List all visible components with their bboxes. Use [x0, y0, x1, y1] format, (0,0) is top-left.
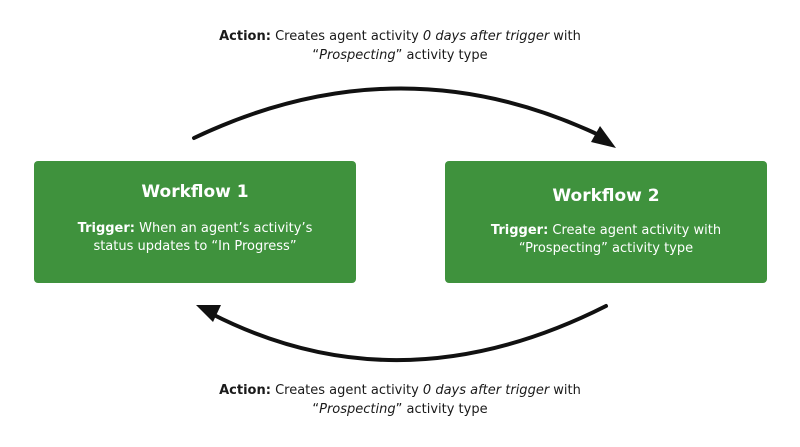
top-action-italic-1: 0 days after trigger	[422, 29, 550, 44]
top-action-italic-2: Prospecting	[319, 48, 396, 63]
bottom-arrow-head	[196, 305, 221, 322]
bottom-action-label: Action:	[219, 383, 271, 398]
top-arrow-head	[591, 126, 616, 148]
top-action-text-2: with “	[312, 29, 581, 63]
bottom-action-text-2: with “	[312, 383, 581, 417]
workflow-2-box: Workflow 2 Trigger: Create agent activit…	[445, 161, 767, 283]
top-arrow-curve	[192, 86, 603, 140]
workflow-2-trigger: Trigger: Create agent activity with “Pro…	[445, 222, 767, 258]
workflow-2-trigger-label: Trigger:	[490, 223, 549, 238]
top-action-label: Action:	[219, 29, 271, 44]
workflow-2-title: Workflow 2	[552, 186, 660, 206]
workflow-1-title: Workflow 1	[141, 182, 249, 202]
bottom-action-italic-2: Prospecting	[319, 402, 396, 417]
bottom-action-text-3: ” activity type	[395, 402, 488, 417]
workflow-1-trigger: Trigger: When an agent’s activity’s stat…	[34, 220, 356, 256]
workflow-1-trigger-label: Trigger:	[77, 221, 135, 236]
workflow-1-trigger-text: When an agent’s activity’s status update…	[93, 221, 313, 254]
workflow-1-box: Workflow 1 Trigger: When an agent’s acti…	[34, 161, 356, 283]
bottom-action-italic-1: 0 days after trigger	[422, 383, 550, 398]
top-action-text-3: ” activity type	[395, 48, 488, 63]
top-action-caption: Action: Creates agent activity 0 days af…	[200, 27, 600, 65]
bottom-action-caption: Action: Creates agent activity 0 days af…	[200, 381, 600, 419]
bottom-action-text-1: Creates agent activity	[270, 383, 423, 398]
bottom-arrow-curve	[210, 304, 608, 363]
workflow-2-trigger-text: Create agent activity with “Prospecting”…	[518, 223, 722, 256]
top-action-text-1: Creates agent activity	[270, 29, 423, 44]
